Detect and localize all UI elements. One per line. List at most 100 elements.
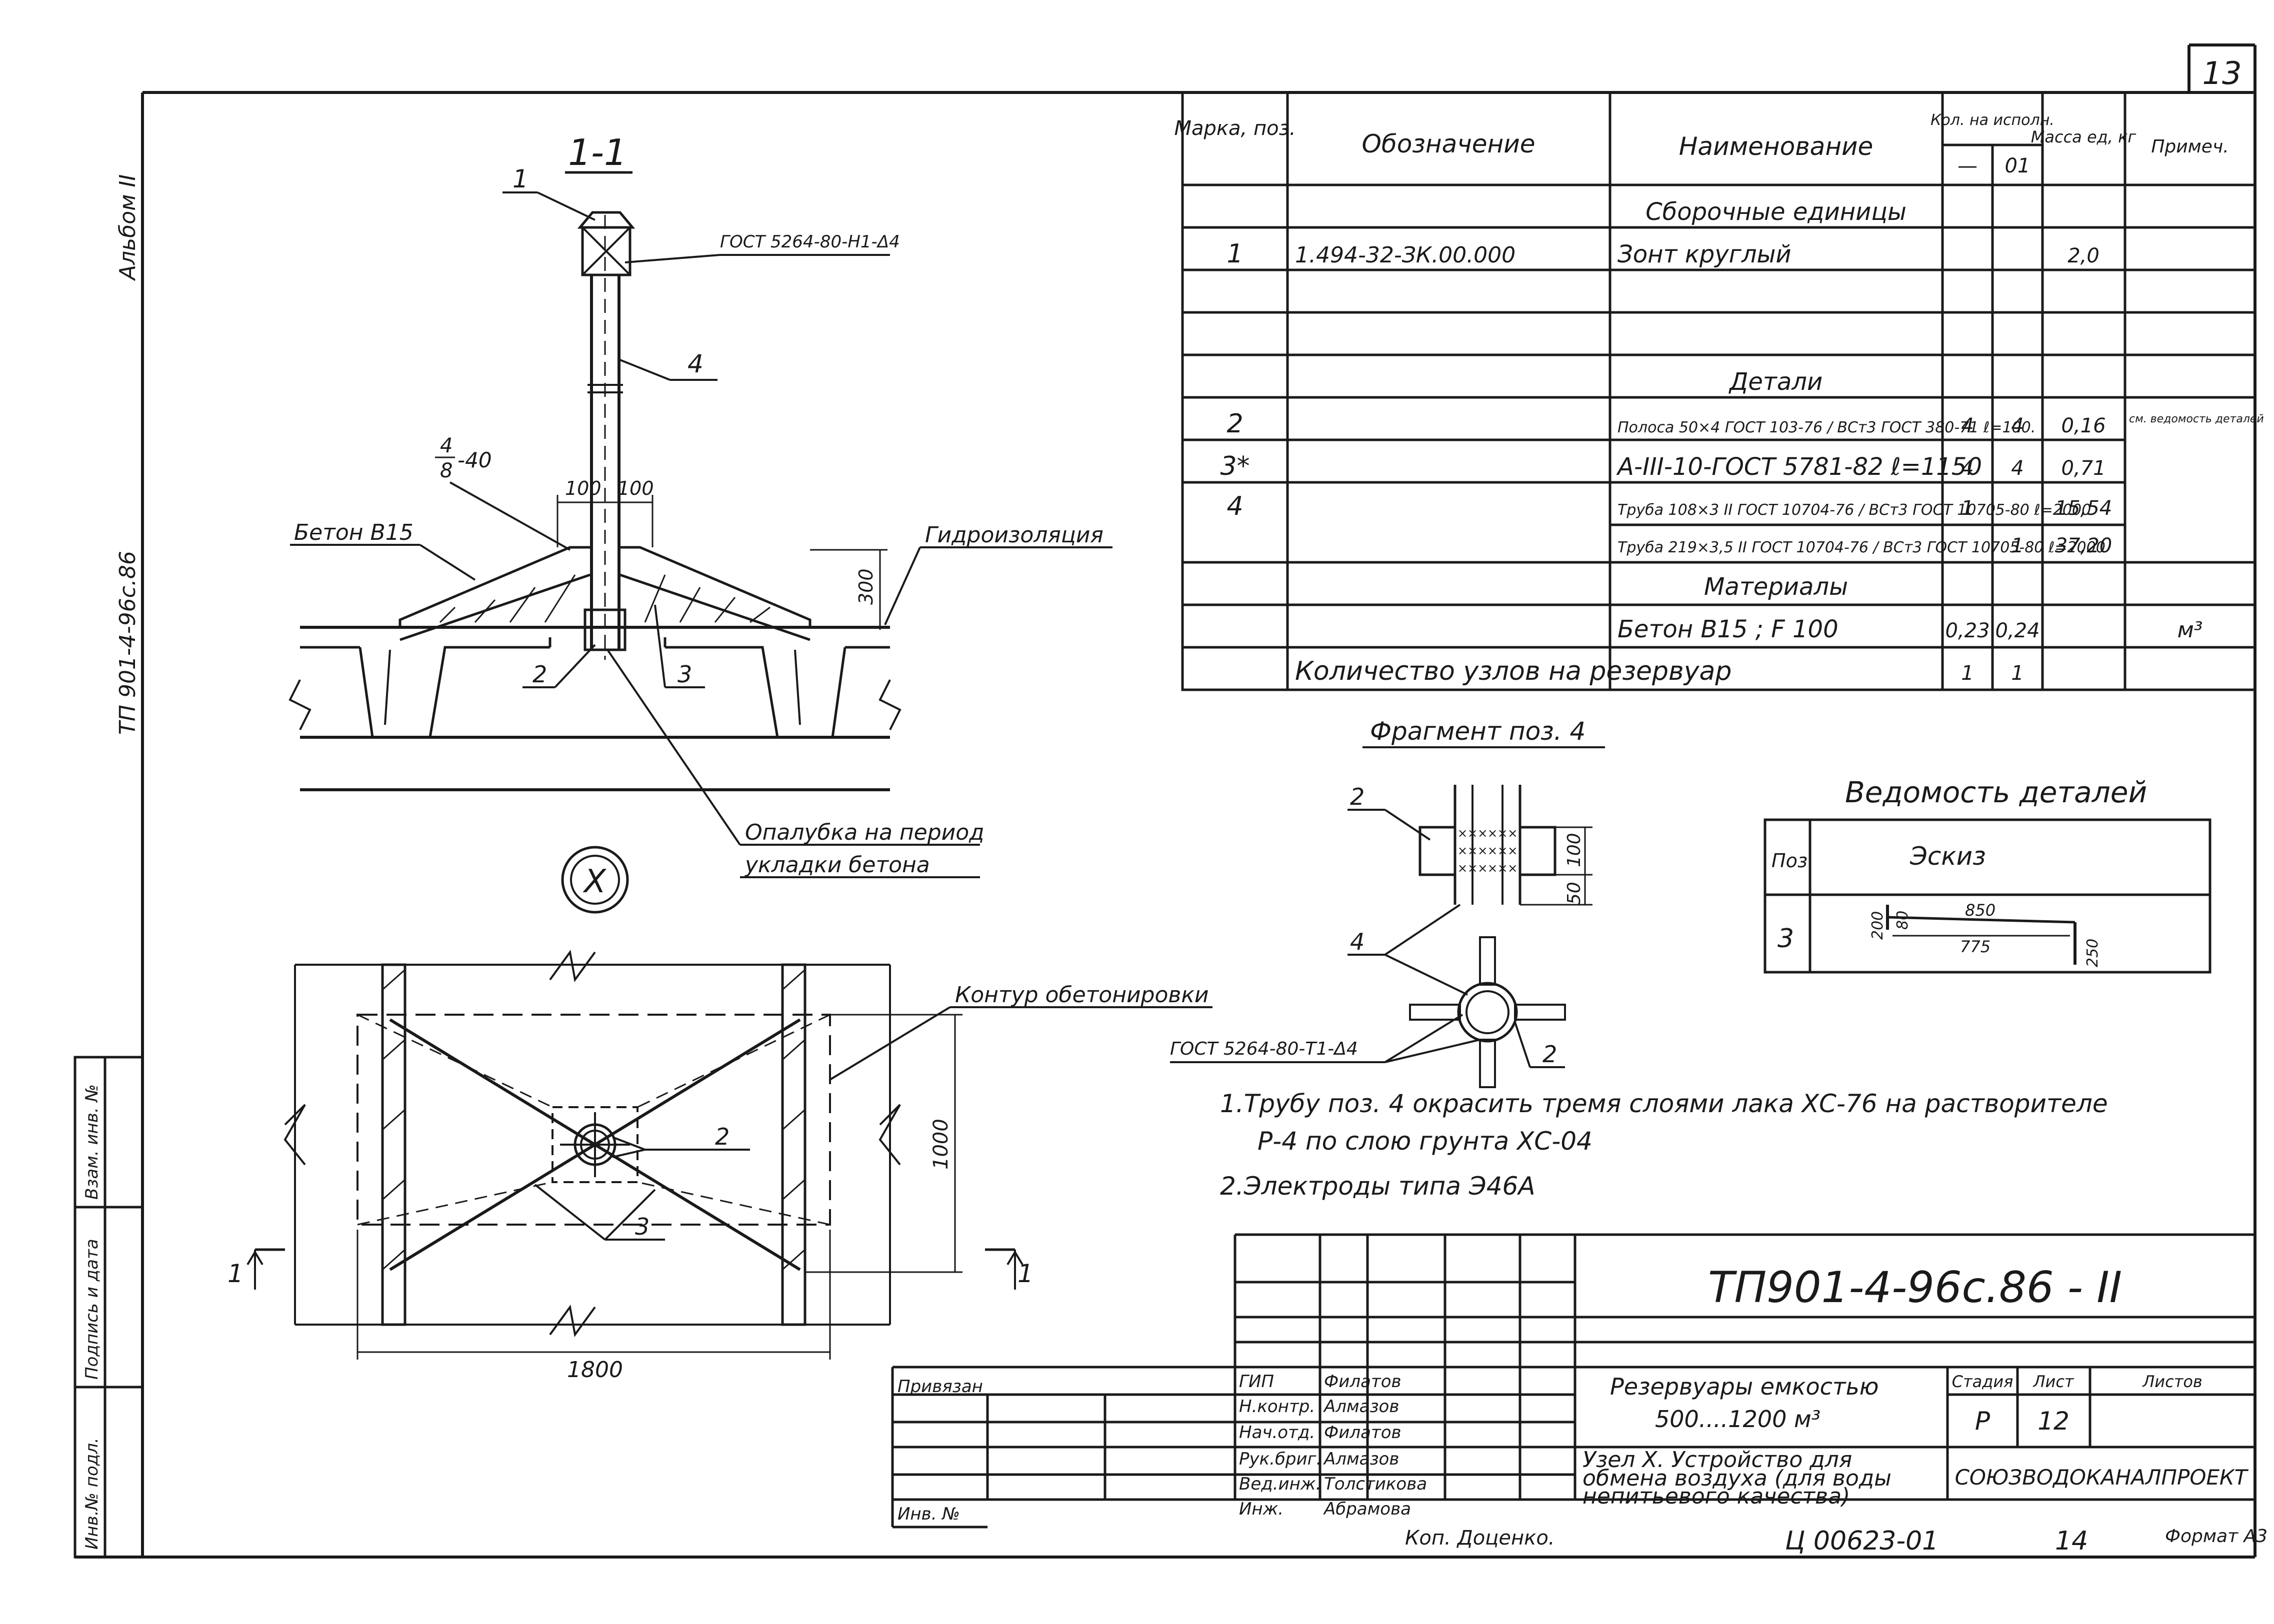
copied-by: Коп. Доценко. <box>1405 1527 1555 1550</box>
spec-cell-name: Полоса 50×4 ГОСТ 103-76 / ВСт3 ГОСТ 380-… <box>1618 419 2036 436</box>
spec-cell-qty-a: 0,23 <box>1945 619 1990 642</box>
plan-marker-2: 2 <box>715 1123 730 1150</box>
details-d850: 850 <box>1965 901 1996 920</box>
details-schedule: Ведомость деталей Поз. Эскиз 3 200 80 85… <box>1764 775 2212 974</box>
spec-h-qty: Кол. на исполн. <box>1930 111 2054 129</box>
details-title: Ведомость деталей <box>1845 775 2147 809</box>
spec-cell-qty-a: 1 <box>1961 497 1974 520</box>
section-1-1: 1-1 1 ГОСТ 5264-80-Н1-Δ4 4 <box>288 131 1112 878</box>
svg-text:×××: ××× <box>1458 844 1488 858</box>
stamp-role: Вед.инж. <box>1239 1474 1321 1494</box>
cut-left: 1 <box>228 1259 244 1288</box>
stamp-role: Инж. <box>1239 1499 1284 1519</box>
details-pos-3: 3 <box>1778 924 1794 954</box>
stamp-sheet-title-3: непитьевого качества) <box>1582 1484 1850 1509</box>
weld-len: -40 <box>458 448 492 472</box>
stamp-person: Алмазов <box>1323 1449 1399 1469</box>
side-sign-date: Подпись и дата <box>82 1239 102 1380</box>
section-marker-3: 3 <box>678 661 692 688</box>
details-d775: 775 <box>1960 937 1990 956</box>
bottom-page: 14 <box>2055 1526 2088 1556</box>
fragment-dim-100: 100 <box>1564 833 1584 867</box>
fragment-title: Фрагмент поз. 4 <box>1370 717 1586 746</box>
details-d250: 250 <box>2084 939 2102 967</box>
details-d200: 200 <box>1869 911 1886 940</box>
weld-den: 8 <box>440 459 452 482</box>
stamp-sheet-title-1: Узел X. Устройство для <box>1582 1447 1852 1473</box>
side-inv-orig: Инв.№ подл. <box>82 1438 102 1550</box>
side-stamp <box>74 1056 144 1559</box>
details-d80: 80 <box>1894 911 1912 930</box>
marker-1: 1 <box>512 164 528 193</box>
svg-text:×××: ××× <box>1458 861 1488 875</box>
node-symbol: X <box>561 846 629 914</box>
spec-cell-name: Зонт круглый <box>1618 240 1792 268</box>
stamp-code: ТП901-4-96с.86 - II <box>1708 1263 2122 1313</box>
spec-cell-qty-a: 1 <box>1961 662 1974 685</box>
spec-cell-name: Сборочные единицы <box>1646 198 1906 226</box>
stamp-role: Нач.отд. <box>1239 1423 1315 1443</box>
spec-cell-name: Труба 219×3,5 II ГОСТ 10704-76 / ВСт3 ГО… <box>1618 539 2106 556</box>
spec-rows: Сборочные единицы 1 1.494-32-ЗК.00.000 Зонт… <box>1220 198 2264 686</box>
details-col-pos: Поз. <box>1772 850 1814 872</box>
spec-cell-note: м³ <box>2178 617 2203 643</box>
note-1a: 1.Трубу поз. 4 окрасить тремя слоями лак… <box>1220 1089 2108 1118</box>
stamp-title-2: 500....1200 м³ <box>1655 1406 1820 1433</box>
waterproofing-label: Гидроизоляция <box>925 522 1104 548</box>
section-title: 1-1 <box>568 131 627 173</box>
spec-h-note: Примеч. <box>2151 136 2228 157</box>
cut-right: 1 <box>1018 1259 1034 1288</box>
svg-text:×××: ××× <box>1488 861 1518 875</box>
stamp-stage-h: Стадия <box>1952 1372 2014 1391</box>
spec-h-name: Наименование <box>1679 132 1874 161</box>
svg-text:X: X <box>582 863 606 900</box>
gost-top-label: ГОСТ 5264-80-Н1-Δ4 <box>720 232 900 252</box>
spec-h-mass: Масса ед, кг <box>2031 127 2136 146</box>
section-marker-2: 2 <box>532 661 547 688</box>
fragment-dim-50: 50 <box>1564 882 1584 905</box>
spec-cell-name: Детали <box>1728 368 1822 396</box>
spec-cell-name: Труба 108×3 II ГОСТ 10704-76 / ВСт3 ГОСТ… <box>1618 501 2091 519</box>
stamp-stage: Р <box>1975 1407 1990 1436</box>
spec-h-designation: Обозначение <box>1362 129 1536 158</box>
plan-view: Контур обетонировки 2 3 1000 1800 1 1 <box>228 950 1212 1383</box>
dim-100-left: 100 <box>565 477 602 499</box>
spec-cell-qty-b: 4 <box>2011 457 2024 480</box>
spec-cell-qty-b: 1 <box>2011 534 2024 557</box>
side-inv-repl: Взам. инв. № <box>82 1084 102 1200</box>
stamp-org: СОЮЗВОДОКАНАЛПРОЕКТ <box>1955 1465 2249 1490</box>
stamp-inv: Инв. № <box>898 1504 960 1524</box>
stamp-linked: Привязан <box>898 1377 983 1397</box>
spec-cell-name: А-III-10-ГОСТ 5781-82 ℓ=1150 <box>1616 453 1982 481</box>
formwork-label-1: Опалубка на период <box>745 820 984 845</box>
spec-cell-note: см. ведомость деталей <box>2129 413 2264 425</box>
stamp-person: Толстикова <box>1324 1474 1427 1494</box>
spec-cell-qty-b: 4 <box>2011 414 2024 437</box>
page-number: 13 <box>2202 55 2242 91</box>
formwork-label-2: укладки бетона <box>744 852 930 878</box>
svg-text:×××: ××× <box>1488 844 1518 858</box>
spec-cell-mark: 4 <box>1226 491 1243 521</box>
stamp-role: Рук.бриг. <box>1239 1449 1322 1469</box>
stamp-sheet-h: Лист <box>2032 1372 2074 1391</box>
stamp-sheet: 12 <box>2038 1407 2070 1436</box>
fragment-marker-2: 2 <box>1350 783 1364 810</box>
format: Формат А3 <box>2165 1526 2268 1547</box>
spec-cell-mass: 37,20 <box>2055 534 2112 557</box>
spec-cell-name: Бетон В15 ; F 100 <box>1618 615 1838 643</box>
notes: 1.Трубу поз. 4 окрасить тремя слоями лак… <box>1220 1089 2108 1201</box>
spec-h-qty-b: 01 <box>2005 154 2030 177</box>
svg-text:×××: ××× <box>1458 826 1488 840</box>
spec-cell-mark: 1 <box>1226 239 1243 269</box>
spec-cell-mass: 2,0 <box>2068 244 2100 267</box>
spec-cell-designation: 1.494-32-ЗК.00.000 <box>1295 242 1516 268</box>
stamp-person: Абрамова <box>1323 1499 1411 1519</box>
spec-cell-mass: 15,54 <box>2055 497 2112 520</box>
stamp-person: Филатов <box>1324 1372 1402 1392</box>
fragment-gost: ГОСТ 5264-80-Т1-Δ4 <box>1170 1039 1358 1059</box>
note-1b: Р-4 по слою грунта ХС-04 <box>1258 1127 1592 1156</box>
spec-cell-qty-b: 0,24 <box>1995 619 2040 642</box>
spec-cell-name: Материалы <box>1704 573 1848 601</box>
stamp-sheet-title-2: обмена воздуха (для воды <box>1582 1466 1892 1491</box>
